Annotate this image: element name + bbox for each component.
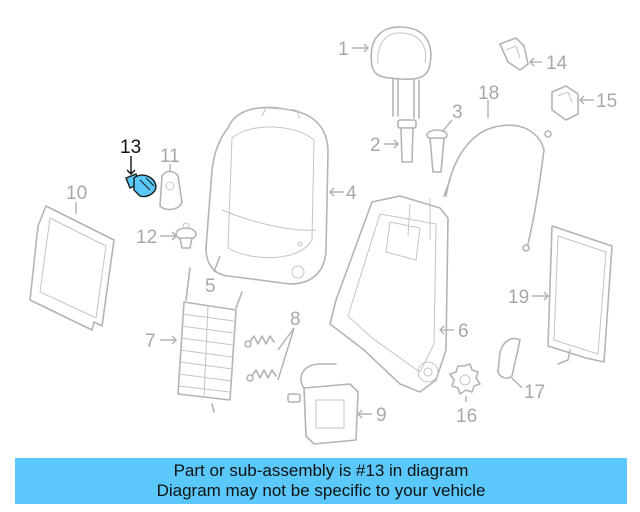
parts-diagram: 1 2 3 4 5 6 7 8 9 10 11 12 13 14 15 16 1… <box>29 26 617 445</box>
callout-2: 2 <box>370 135 381 156</box>
callout-13: 13 <box>120 137 141 158</box>
banner-line-2: Diagram may not be specific to your vehi… <box>156 481 486 500</box>
part-14-bracket[interactable] <box>499 37 529 71</box>
callout-5: 5 <box>205 276 216 297</box>
callout-leaders <box>75 43 594 419</box>
callout-14: 14 <box>546 53 568 74</box>
callout-12: 12 <box>136 227 157 248</box>
part-9-lumbar-motor[interactable] <box>287 363 359 445</box>
part-13-clip[interactable] <box>125 173 157 198</box>
part-15-trim-cap[interactable] <box>551 85 579 121</box>
part-16-gear[interactable] <box>449 363 481 395</box>
part-7-lumbar-panel[interactable] <box>177 267 243 413</box>
callout-10: 10 <box>66 183 87 204</box>
callout-9: 9 <box>376 405 387 426</box>
callout-17: 17 <box>524 382 545 403</box>
callout-18: 18 <box>478 83 499 104</box>
part-19-seatback-board[interactable] <box>547 225 613 365</box>
callout-1: 1 <box>338 39 349 60</box>
part-6-seatback-frame[interactable] <box>329 195 449 393</box>
callout-16: 16 <box>456 406 477 427</box>
banner-line-1: Part or sub-assembly is #13 in diagram <box>173 461 469 480</box>
callout-7: 7 <box>145 331 156 352</box>
part-8-springs[interactable] <box>244 335 277 382</box>
part-18-cable[interactable] <box>443 124 552 252</box>
part-2-headrest-guide[interactable] <box>397 119 417 163</box>
part-17-lever[interactable] <box>497 337 521 379</box>
part-3-headrest-guide[interactable] <box>426 129 448 173</box>
callout-6: 6 <box>458 321 469 342</box>
callout-15: 15 <box>596 91 617 112</box>
part-1-headrest[interactable] <box>370 26 432 119</box>
part-11-clip[interactable] <box>159 170 183 211</box>
callout-8: 8 <box>290 309 301 330</box>
callout-19: 19 <box>508 287 529 308</box>
callout-leader-13 <box>126 156 136 175</box>
callout-4: 4 <box>346 183 357 204</box>
part-5-seatback-cover[interactable] <box>205 106 329 285</box>
info-banner: Part or sub-assembly is #13 in diagram D… <box>15 458 627 504</box>
part-12-push-pin[interactable] <box>175 222 197 249</box>
callout-11: 11 <box>160 146 180 167</box>
callout-3: 3 <box>452 102 463 123</box>
part-10-back-panel[interactable] <box>29 205 115 331</box>
